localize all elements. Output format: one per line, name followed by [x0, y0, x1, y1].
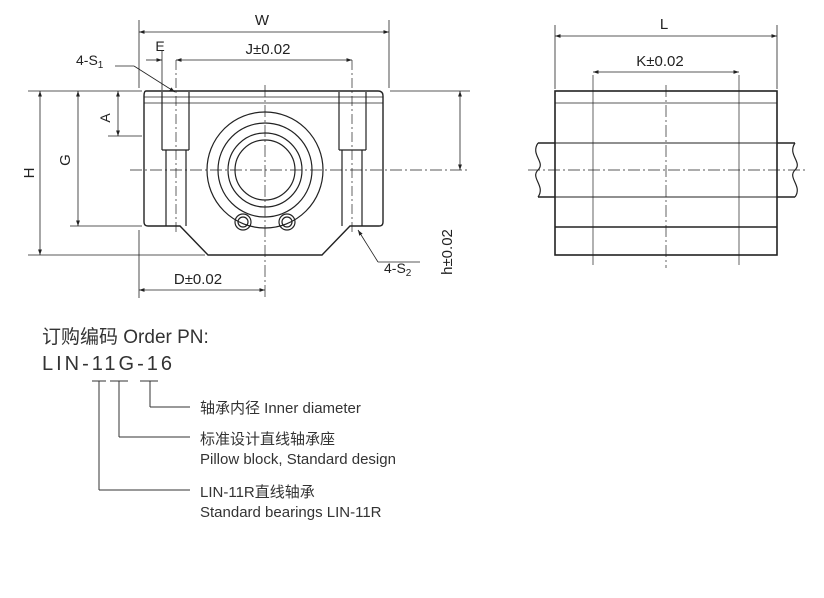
order-leaders — [92, 380, 190, 491]
legend-design-cn: 标准设计直线轴承座 — [200, 431, 336, 448]
label-j: J±0.02 — [246, 41, 291, 58]
label-l: L — [660, 16, 668, 33]
label-e: E — [155, 38, 164, 54]
mounting-hole-left — [161, 60, 190, 235]
pillow-block-outline — [143, 90, 384, 256]
label-s2: 4-S2 — [384, 260, 412, 279]
label-h-total: H — [21, 168, 38, 179]
front-labels: W E J±0.02 4-S1 A G H D±0.02 4-S2 h±0.02 — [21, 12, 456, 288]
order-code: LIN-11G-16 — [42, 353, 175, 376]
label-s1: 4-S1 — [76, 52, 104, 71]
order-title: 订购编码 Order PN: — [42, 327, 209, 348]
code-part-design: G — [118, 353, 138, 375]
code-part-series: LIN-11 — [42, 353, 119, 375]
side-dimensions — [554, 25, 778, 89]
front-view — [130, 60, 468, 300]
label-d: D±0.02 — [174, 271, 222, 288]
legend-bearing-cn: LIN-11R直线轴承 — [200, 484, 315, 501]
label-w: W — [255, 12, 270, 29]
legend-inner-diameter: 轴承内径 Inner diameter — [200, 400, 361, 417]
label-k: K±0.02 — [636, 53, 683, 70]
mounting-hole-right — [338, 60, 367, 235]
side-labels: L K±0.02 — [636, 16, 683, 70]
label-h: h±0.02 — [439, 229, 456, 275]
legend-design-en: Pillow block, Standard design — [200, 451, 396, 468]
legend-bearing-en: Standard bearings LIN-11R — [200, 504, 382, 521]
side-view — [528, 75, 808, 268]
code-part-diameter: -16 — [137, 353, 176, 375]
front-dimensions — [28, 20, 470, 298]
label-g: G — [57, 154, 74, 166]
label-a: A — [97, 113, 113, 123]
